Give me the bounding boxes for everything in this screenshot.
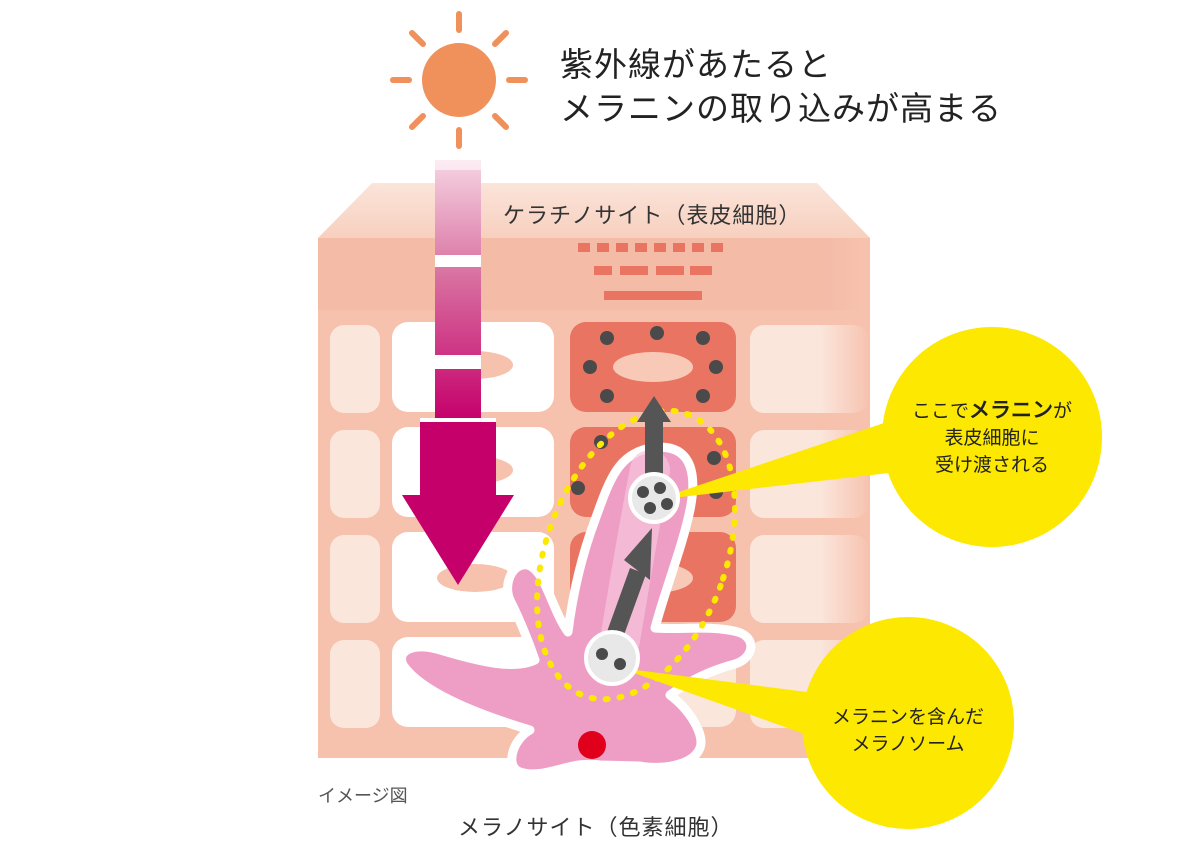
callout-melanosome-line2: メラノソーム xyxy=(851,733,965,755)
keratinocyte-label: ケラチノサイト（表皮細胞） xyxy=(503,204,802,229)
uv-arrow-icon xyxy=(402,160,514,585)
callout-transfer-line3: 受け渡される xyxy=(934,454,1049,476)
callout-transfer-text: ここでメラニンが 表皮細胞に 受け渡される xyxy=(887,397,1097,479)
stratum-dashes xyxy=(578,243,723,300)
transport-arrow-icon xyxy=(604,396,671,646)
melanosome-top xyxy=(628,472,680,524)
callout-transfer-line2: 表皮細胞に xyxy=(944,427,1040,449)
sun-icon xyxy=(390,11,528,149)
transfer-zone xyxy=(534,407,738,703)
nucleus xyxy=(578,731,606,759)
callout-pointers xyxy=(620,416,915,746)
callout-bubble-transfer xyxy=(882,327,1102,547)
melanosome-bottom xyxy=(584,630,640,686)
title-line-2: メラニンの取り込みが高まる xyxy=(560,89,1002,128)
callout-transfer-prefix: ここで xyxy=(911,400,969,422)
callout-melanosome-text: メラニンを含んだ メラノソーム xyxy=(808,704,1008,758)
melanocyte-label: メラノサイト（色素細胞） xyxy=(458,816,734,841)
callout-bubble-melanosome xyxy=(802,617,1014,829)
melanin-granules xyxy=(571,326,723,499)
callout-transfer-line1: ここでメラニンが xyxy=(887,397,1097,425)
callout-transfer-suffix: が xyxy=(1053,400,1073,422)
image-note: イメージ図 xyxy=(318,786,408,807)
title-line-1: 紫外線があたると xyxy=(560,45,832,84)
callout-transfer-emphasis: メラニン xyxy=(969,398,1053,422)
callout-melanosome-line1: メラニンを含んだ xyxy=(831,706,984,728)
